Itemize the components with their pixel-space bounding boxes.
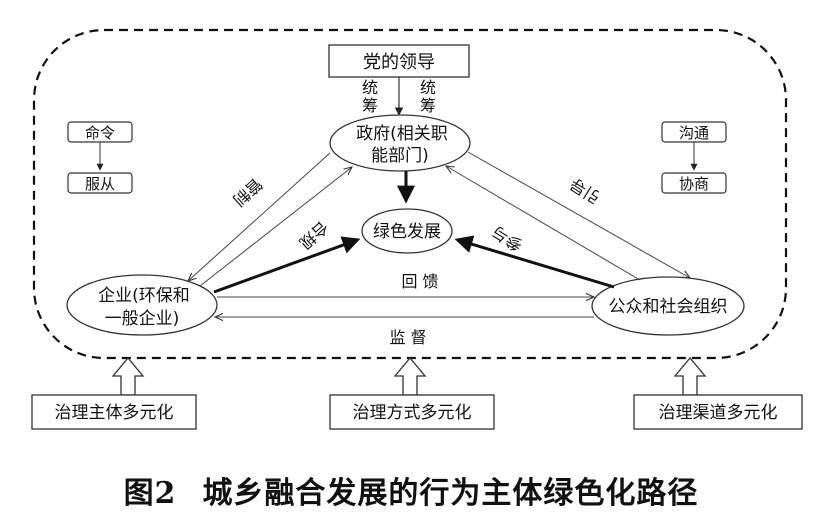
coordinate-left-char-1: 统 — [362, 78, 378, 97]
government-label-line1: 政府(相关职 — [356, 124, 448, 144]
compliance-label: 合规 — [295, 217, 332, 253]
public-to-government-arrow — [446, 166, 641, 281]
obey-label: 服从 — [85, 175, 115, 193]
government-node — [329, 114, 471, 172]
enterprise-node — [66, 274, 218, 336]
public-label: 公众和社会组织 — [609, 297, 728, 317]
subjects-box — [31, 394, 197, 430]
command-label: 命令 — [85, 124, 115, 142]
enterprise-to-green-arrow — [213, 236, 361, 294]
public-to-green-arrow — [454, 235, 615, 289]
government-label-line2: 能部门) — [371, 146, 429, 166]
channels-label: 治理渠道多元化 — [659, 403, 778, 423]
figure-title: 城乡融合发展的行为主体绿色化路径 — [202, 476, 699, 511]
negotiate-label: 协商 — [679, 175, 709, 193]
green-development-label: 绿色发展 — [373, 222, 441, 242]
subjects-label: 治理主体多元化 — [55, 403, 174, 423]
public-node — [591, 276, 745, 336]
coordinate-right-char-2: 筹 — [420, 96, 436, 115]
enterprise-label-line2: 一般企业) — [105, 309, 180, 329]
government-to-enterprise-arrow — [188, 152, 331, 281]
methods-label: 治理方式多元化 — [353, 403, 472, 423]
methods-up-arrow — [393, 356, 427, 396]
enterprise-to-government-arrow — [199, 167, 352, 287]
regulate-label: 管制 — [229, 174, 266, 210]
feedback-label: 回 馈 — [401, 272, 438, 291]
coordinate-right-char-1: 统 — [420, 78, 436, 97]
subjects-up-arrow — [111, 356, 145, 396]
guide-label: 引导 — [566, 174, 603, 207]
channels-box — [633, 394, 803, 430]
communicate-label: 沟通 — [679, 124, 709, 142]
negotiate-box — [661, 172, 727, 194]
figure-caption: 图2 城乡融合发展的行为主体绿色化路径 — [0, 468, 822, 512]
coordinate-left-char-2: 筹 — [362, 96, 378, 115]
green-development-node — [361, 208, 453, 254]
enterprise-label-line1: 企业(环保和 — [98, 286, 190, 306]
channels-up-arrow — [673, 356, 707, 396]
party-leadership-label: 党的领导 — [363, 52, 435, 73]
supervise-label: 监 督 — [389, 328, 426, 347]
government-to-public-arrow — [467, 151, 690, 278]
obey-box — [67, 172, 133, 194]
methods-box — [329, 394, 495, 430]
figure-number: 图2 — [123, 476, 177, 511]
